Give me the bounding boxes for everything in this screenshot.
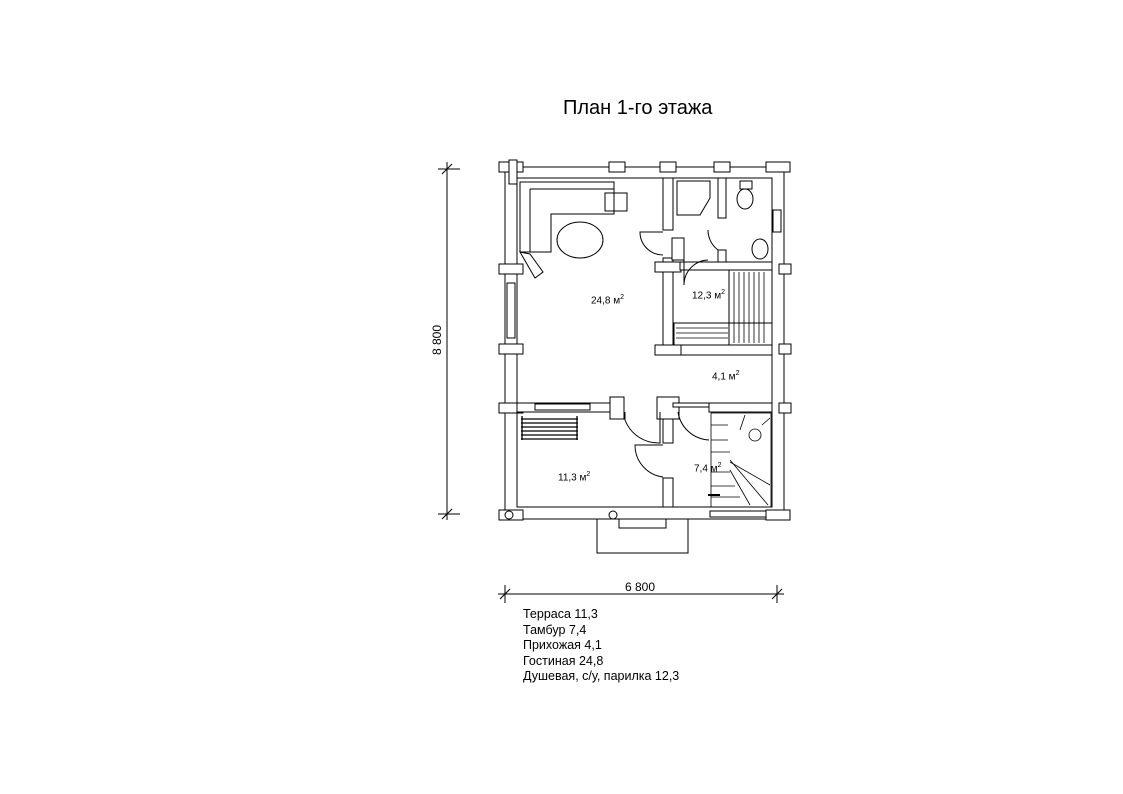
windows xyxy=(506,209,782,518)
dimension-vertical xyxy=(438,162,460,520)
furniture xyxy=(519,180,773,440)
doors xyxy=(624,229,719,478)
room-legend: Терраса 11,3 Тамбур 7,4 Прихожая 4,1 Гос… xyxy=(523,607,679,685)
plan-title: План 1-го этажа xyxy=(563,97,713,119)
legend-item: Гостиная 24,8 xyxy=(523,653,604,668)
room-label-hall: 4,1 м2 xyxy=(712,370,740,383)
room-label-living: 24,8 м2 xyxy=(591,294,625,307)
legend-item: Тамбур 7,4 xyxy=(523,622,587,637)
outer-walls xyxy=(504,166,785,520)
room-label-vestibule: 7,4 м2 xyxy=(694,462,722,475)
porch xyxy=(504,510,689,554)
staircase xyxy=(708,412,772,508)
interior-walls xyxy=(516,177,773,508)
log-ends xyxy=(498,159,792,521)
legend-item: Прихожая 4,1 xyxy=(523,638,602,652)
legend-item: Терраса 11,3 xyxy=(523,607,598,621)
dimension-height-label: 8 800 xyxy=(430,324,445,356)
room-label-bath: 12,3 м2 xyxy=(692,289,726,302)
dimension-width-label: 6 800 xyxy=(625,580,656,594)
room-label-terrace: 11,3 м2 xyxy=(558,471,591,484)
legend-item: Душевая, с/у, парилка 12,3 xyxy=(523,669,680,683)
dimension-horizontal xyxy=(498,585,784,603)
